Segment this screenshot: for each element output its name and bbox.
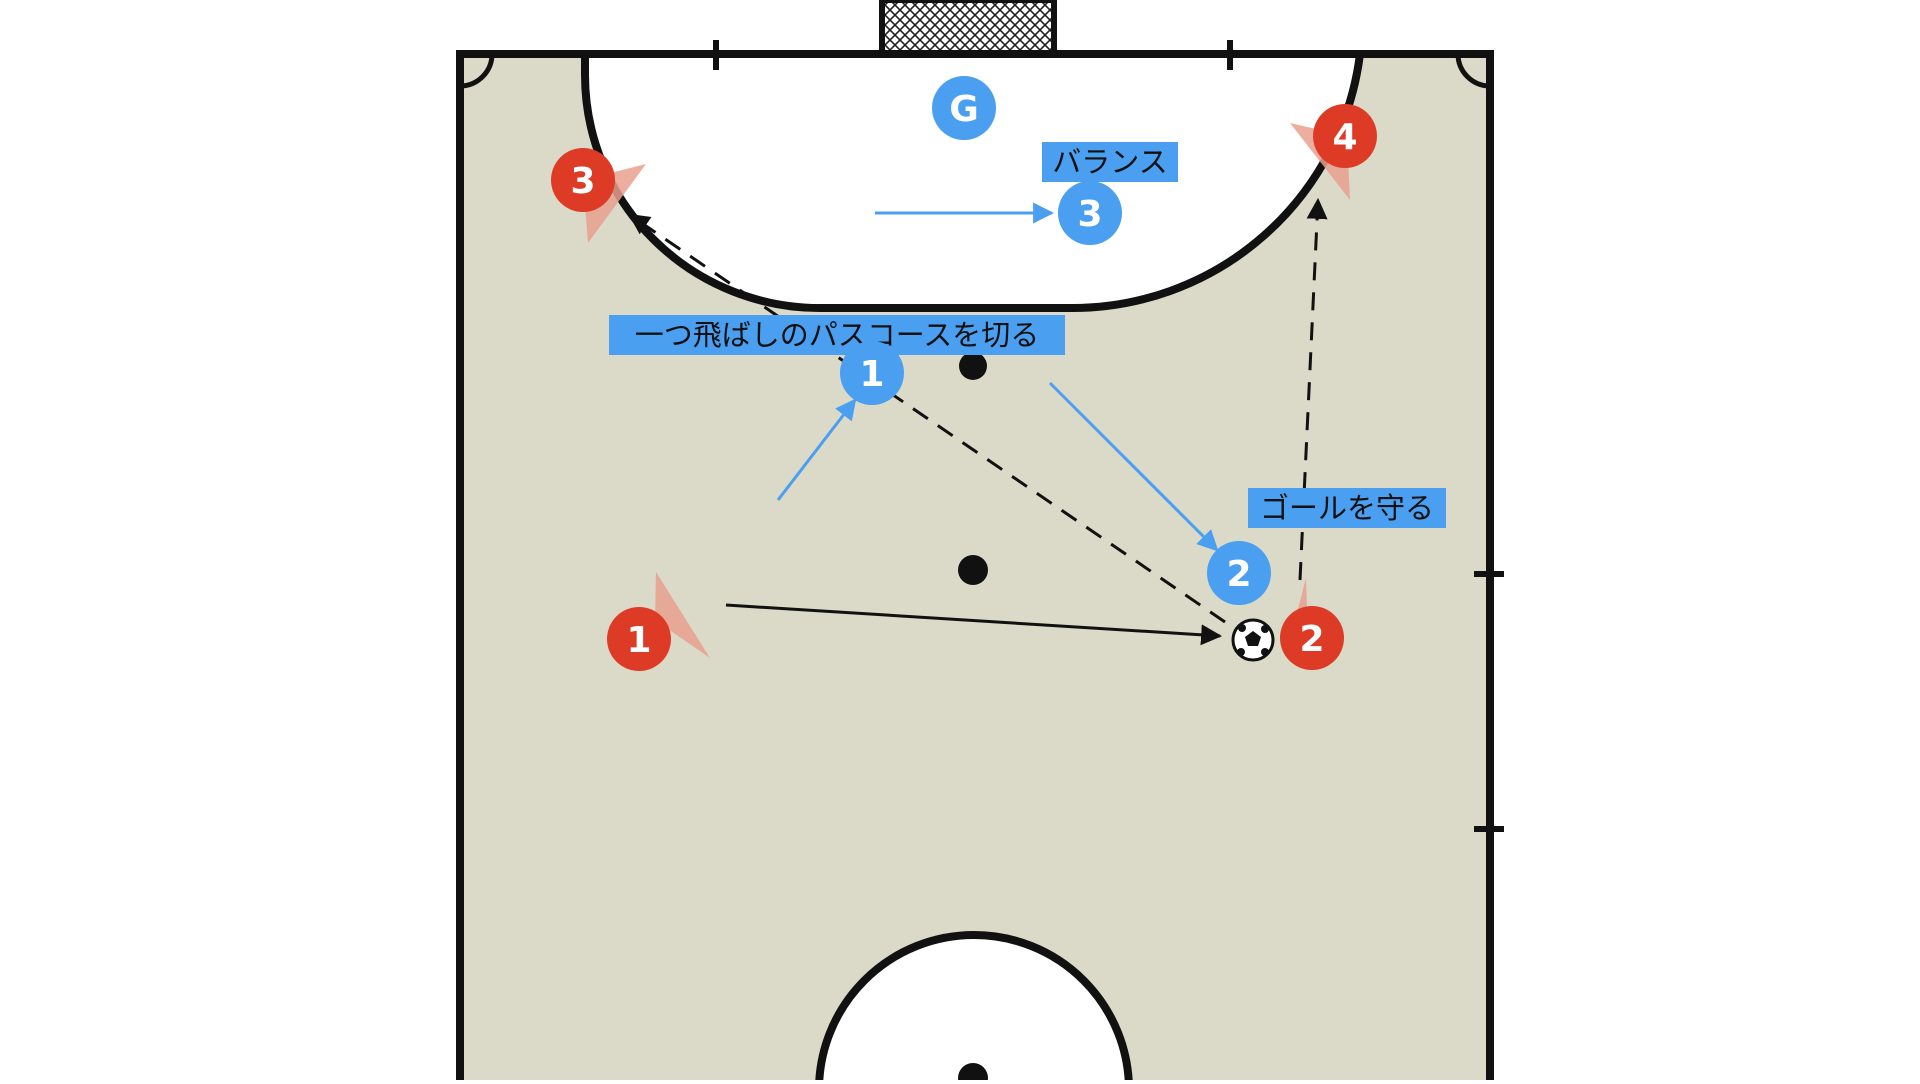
center-circle	[815, 931, 1133, 1084]
defender-3-label: 3	[1077, 194, 1102, 235]
corner-arc-right	[1455, 53, 1491, 89]
cut-pass-label-bg	[609, 315, 1065, 355]
attacker-3-label: 3	[570, 161, 595, 202]
attacker-2[interactable]: 2	[1280, 606, 1344, 670]
defender-2[interactable]: 2	[1207, 541, 1271, 605]
second-penalty-mark	[958, 555, 988, 585]
cut-pass-label: 一つ飛ばしのパスコースを切る	[635, 318, 1040, 352]
penalty-mark	[959, 352, 987, 380]
attacker-3[interactable]: 3	[551, 148, 615, 212]
defender-goalkeeper[interactable]: G	[932, 76, 996, 140]
pass-1-to-2	[725, 603, 1223, 646]
defender-2-move-arrow	[1048, 381, 1219, 552]
attacker-1[interactable]: 1	[607, 607, 671, 671]
attacker-2-label: 2	[1299, 619, 1324, 660]
defender-1-label: 1	[859, 354, 884, 395]
defender-1-move-arrow	[776, 398, 857, 501]
attacker-4[interactable]: 4	[1313, 104, 1377, 168]
attacker-1-label: 1	[626, 620, 651, 661]
defender-2-label: 2	[1226, 554, 1251, 595]
corner-arc-left	[459, 53, 495, 89]
center-mark	[958, 1063, 988, 1084]
dashed-pass-2-to-3	[628, 213, 1226, 624]
defender-1[interactable]: 1	[840, 341, 904, 405]
defender-goalkeeper-label: G	[949, 89, 979, 130]
balance-label-bg	[1042, 142, 1178, 182]
defender-3[interactable]: 3	[1058, 181, 1122, 245]
attacker-4-label: 4	[1332, 117, 1357, 158]
attacker-1-vision-cone	[655, 572, 710, 658]
goal-net	[879, 0, 1057, 57]
protect-goal-label: ゴールを守る	[1260, 491, 1434, 525]
balance-label: バランス	[1052, 145, 1167, 179]
protect-goal-label-bg	[1248, 488, 1446, 528]
soccer-ball-icon[interactable]	[1231, 618, 1275, 662]
